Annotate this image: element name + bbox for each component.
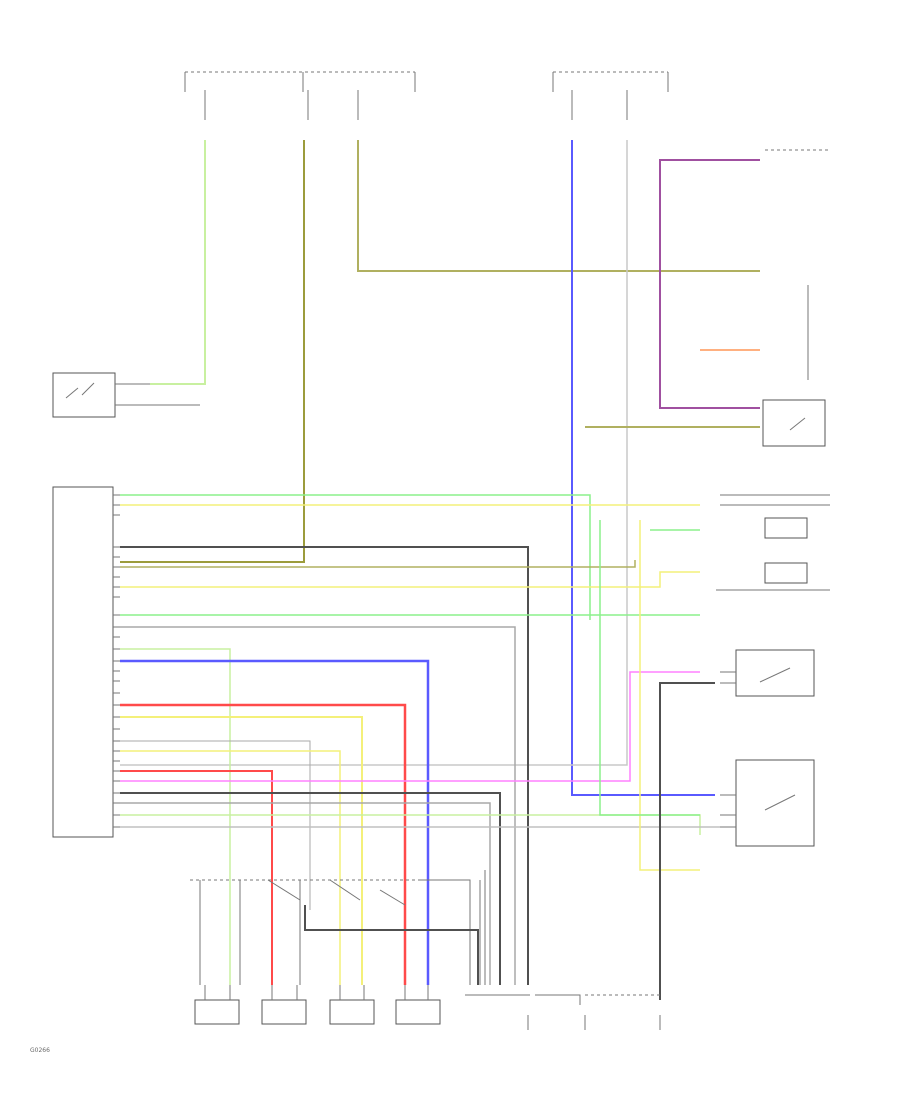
wire-purple-loop <box>659 159 760 409</box>
sensor-harness-connectors <box>190 870 486 985</box>
wire-olive-harness <box>120 560 636 568</box>
wire-lt-green-feed <box>150 140 206 385</box>
wire-blue-sensor <box>120 659 430 985</box>
right-components <box>716 149 830 847</box>
wire-yellow-right-lower <box>639 520 700 871</box>
sensor-front-left <box>194 985 240 1025</box>
wire-green-right-lower <box>599 520 700 816</box>
control-module <box>52 486 120 838</box>
wire-dk-green-yellow-feed <box>120 140 305 563</box>
wire-red-sensor <box>120 703 407 985</box>
top-fuse-block-left <box>184 71 416 120</box>
wire-yellow-sensor-b <box>120 750 341 985</box>
wire-yellow-2 <box>120 571 700 588</box>
sensor-front-right <box>261 985 307 1025</box>
wire-black-sensor-a <box>120 740 311 910</box>
wire-black-harness <box>120 546 529 985</box>
top-fuse-block-right <box>552 71 669 120</box>
wire-yellow-sensor <box>120 716 363 985</box>
wire-black-right-ground <box>659 682 715 1000</box>
relay-component <box>52 372 200 418</box>
wire-green-loop <box>120 648 231 985</box>
wire-gray-right-feed <box>120 140 628 766</box>
wire-lt-green-bottom <box>120 814 701 835</box>
wire-blue-right-feed <box>571 140 715 796</box>
wire-gray-long <box>120 802 491 985</box>
wire-green-top <box>120 494 591 620</box>
wire-pink <box>120 671 700 782</box>
bottom-connector-ground <box>465 994 661 1030</box>
wire-gray-harness <box>120 626 516 985</box>
page-code: G0266 <box>30 1047 50 1054</box>
wire-black-long <box>120 792 501 985</box>
wire-olive-to-alternator <box>357 140 760 272</box>
wire-red-sensor-b <box>120 770 273 985</box>
sensor-rear-left <box>329 985 375 1025</box>
sensor-rear-right <box>395 985 441 1025</box>
